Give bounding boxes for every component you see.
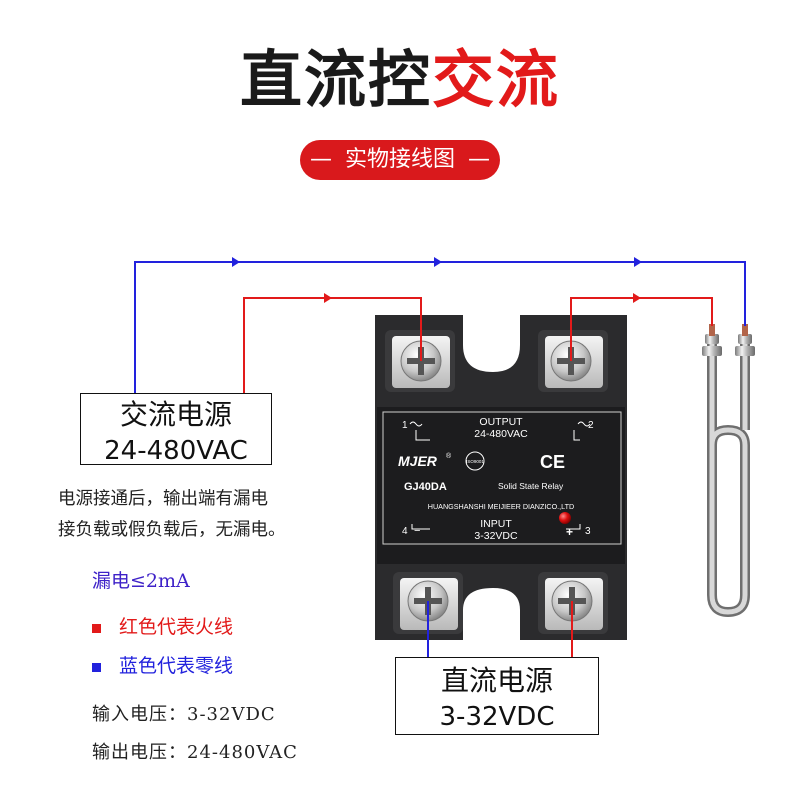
relay-label-panel xyxy=(377,407,625,564)
relay-iso: ISO9001 xyxy=(466,459,484,464)
ac-source-voltage: 24-480VAC xyxy=(104,436,248,466)
input-voltage-value: 3-32VDC xyxy=(187,704,276,725)
relay-terminal-1: 1 xyxy=(402,420,408,431)
output-voltage-value: 24-480VAC xyxy=(187,742,298,763)
relay-output-voltage: 24-480VAC xyxy=(474,428,528,440)
leakage-spec: 漏电≤2mA xyxy=(92,570,190,592)
legend-blue: 蓝色代表零线 xyxy=(92,651,233,678)
terminal-top-right[interactable] xyxy=(538,330,608,392)
relay-label-border xyxy=(382,411,622,545)
arrow-icon xyxy=(232,257,240,267)
dc-source-label: 直流电源 xyxy=(440,664,553,697)
arrow-icon xyxy=(434,257,442,267)
relay-input-label: INPUT xyxy=(480,518,512,530)
relay-model: GJ40DA xyxy=(404,481,447,493)
relay-output-lines xyxy=(415,430,580,441)
relay-brand: MJER xyxy=(398,453,438,469)
blue-square-icon xyxy=(92,662,101,672)
output-voltage-spec: 输出电压：24-480VAC xyxy=(92,738,298,764)
dc-source-voltage: 3-32VDC xyxy=(439,702,555,732)
legend-red: 红色代表火线 xyxy=(92,612,233,639)
ac-source-label: 交流电源 xyxy=(119,398,232,431)
arrow-icon xyxy=(634,257,642,267)
solid-state-relay: 1 2 OUTPUT 24-480VAC MJER ® ISO9001 CE G… xyxy=(375,315,627,640)
heating-element xyxy=(702,324,755,617)
banner-label: 实物接线图 xyxy=(344,147,455,172)
relay-ce-mark: CE xyxy=(540,452,565,472)
relay-output-label: OUTPUT xyxy=(479,416,523,428)
relay-minus-sign: − xyxy=(414,525,420,537)
red-square-icon xyxy=(92,623,101,633)
title-part-1: 直流控 xyxy=(239,43,432,116)
relay-manufacturer: HUANGSHANSHI MEIJIEER DIANZICO.,LTD xyxy=(428,502,574,511)
relay-input-voltage: 3-32VDC xyxy=(474,530,518,542)
input-voltage-label: 输入电压： xyxy=(92,704,187,725)
relay-registered-mark: ® xyxy=(446,452,452,460)
relay-terminal-4: 4 xyxy=(402,526,408,537)
relay-plus-sign: + xyxy=(566,525,573,539)
relay-terminal-2: 2 xyxy=(588,420,594,431)
banner-dash-right: — xyxy=(468,147,490,172)
status-led-icon xyxy=(559,512,571,524)
relay-ac-symbol xyxy=(409,421,591,427)
ac-power-source: 交流电源 24-480VAC xyxy=(80,393,272,466)
output-voltage-label: 输出电压： xyxy=(92,742,187,763)
title-part-2: 交流 xyxy=(432,43,561,116)
legend-blue-label: 蓝色代表零线 xyxy=(119,655,234,677)
section-banner: — 实物接线图 — xyxy=(300,140,500,180)
page-title: 直流控交流 xyxy=(0,40,800,120)
arrow-icon xyxy=(324,293,332,303)
iso-seal-icon xyxy=(465,451,485,471)
arrow-icon xyxy=(633,293,641,303)
relay-input-lines xyxy=(411,524,581,530)
note-line-1: 电源接通后，输出端有漏电 xyxy=(58,489,268,509)
ac-live-wire-in xyxy=(243,297,422,393)
note-line-2: 接负载或假负载后，无漏电。 xyxy=(58,520,286,540)
relay-terminal-3: 3 xyxy=(585,526,591,537)
relay-type: Solid State Relay xyxy=(498,481,564,491)
leakage-note: 电源接通后，输出端有漏电 接负载或假负载后，无漏电。 xyxy=(58,484,348,546)
ac-live-wire-out xyxy=(570,297,713,361)
banner-dash-left: — xyxy=(309,147,332,172)
input-voltage-spec: 输入电压：3-32VDC xyxy=(92,700,276,726)
legend-red-label: 红色代表火线 xyxy=(119,616,234,638)
dc-power-source: 直流电源 3-32VDC xyxy=(395,657,599,735)
